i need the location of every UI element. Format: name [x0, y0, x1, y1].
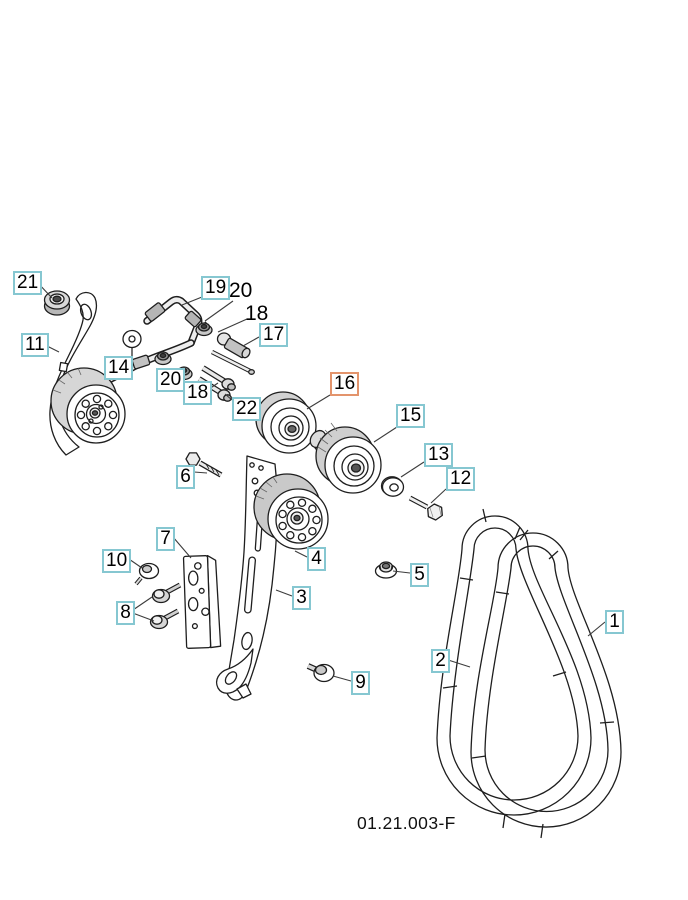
- leader-line: [217, 318, 248, 333]
- callout-1[interactable]: 1: [605, 610, 624, 634]
- part-washer-13: [380, 476, 405, 497]
- callout-3[interactable]: 3: [292, 586, 311, 610]
- figure-code: 01.21.003-F: [357, 813, 456, 833]
- leader-line: [373, 426, 398, 443]
- part-flanged-bearing: [43, 290, 71, 316]
- part-hex-bolt-12: [408, 495, 443, 521]
- part-flange-nut-5: [374, 561, 398, 579]
- callout-21[interactable]: 21: [13, 271, 43, 295]
- callout-16[interactable]: 16: [330, 372, 360, 396]
- callout-6[interactable]: 6: [176, 465, 195, 489]
- leader-line: [587, 621, 606, 637]
- callout-2[interactable]: 2: [431, 649, 450, 673]
- part-hex-bolt-6: [185, 452, 223, 478]
- callout-20-boxed[interactable]: 20: [156, 368, 186, 392]
- callout-9[interactable]: 9: [351, 671, 370, 695]
- leader-line: [294, 550, 308, 558]
- leader-line: [275, 589, 293, 597]
- callout-17[interactable]: 17: [259, 323, 289, 347]
- callout-15[interactable]: 15: [396, 404, 426, 428]
- part-flat-idler-pulley: [255, 391, 317, 454]
- part-idler-arm: [49, 291, 97, 456]
- leader-line: [181, 296, 203, 306]
- leader-line: [306, 394, 331, 410]
- callout-12[interactable]: 12: [446, 467, 476, 491]
- leader-line: [204, 300, 234, 322]
- leader-line: [430, 488, 447, 504]
- callout-5[interactable]: 5: [410, 563, 429, 587]
- leader-line: [193, 471, 208, 474]
- callout-14[interactable]: 14: [104, 356, 134, 380]
- part-grooved-pulley: [315, 422, 382, 494]
- callout-11[interactable]: 11: [21, 333, 49, 357]
- callout-19[interactable]: 19: [201, 276, 231, 300]
- leader-line: [242, 336, 260, 347]
- part-idler-pulley-left: [50, 367, 126, 444]
- leader-line: [172, 536, 192, 559]
- leader-line: [224, 393, 233, 401]
- callout-18-boxed[interactable]: 18: [183, 381, 213, 405]
- part-shoulder-screw: [134, 562, 160, 586]
- callout-18-plain: 18: [245, 302, 269, 325]
- callout-7[interactable]: 7: [156, 527, 175, 551]
- callout-22[interactable]: 22: [232, 397, 262, 421]
- leader-line: [400, 461, 425, 478]
- part-belt-inner: [470, 526, 622, 839]
- callout-8[interactable]: 8: [116, 601, 135, 625]
- leader-line: [392, 570, 411, 574]
- leader-line: [332, 675, 352, 682]
- part-mounting-plate: [182, 554, 222, 649]
- callout-20-plain: 20: [229, 279, 253, 302]
- part-belt-outer: [436, 508, 592, 829]
- callout-13[interactable]: 13: [424, 443, 454, 467]
- part-carriage-bolt: [306, 663, 335, 683]
- part-flange-screws: [149, 582, 182, 630]
- callout-4[interactable]: 4: [307, 547, 326, 571]
- callout-10[interactable]: 10: [102, 549, 132, 573]
- part-spoked-pulley: [253, 473, 329, 550]
- part-spacer-bolt: [210, 332, 255, 375]
